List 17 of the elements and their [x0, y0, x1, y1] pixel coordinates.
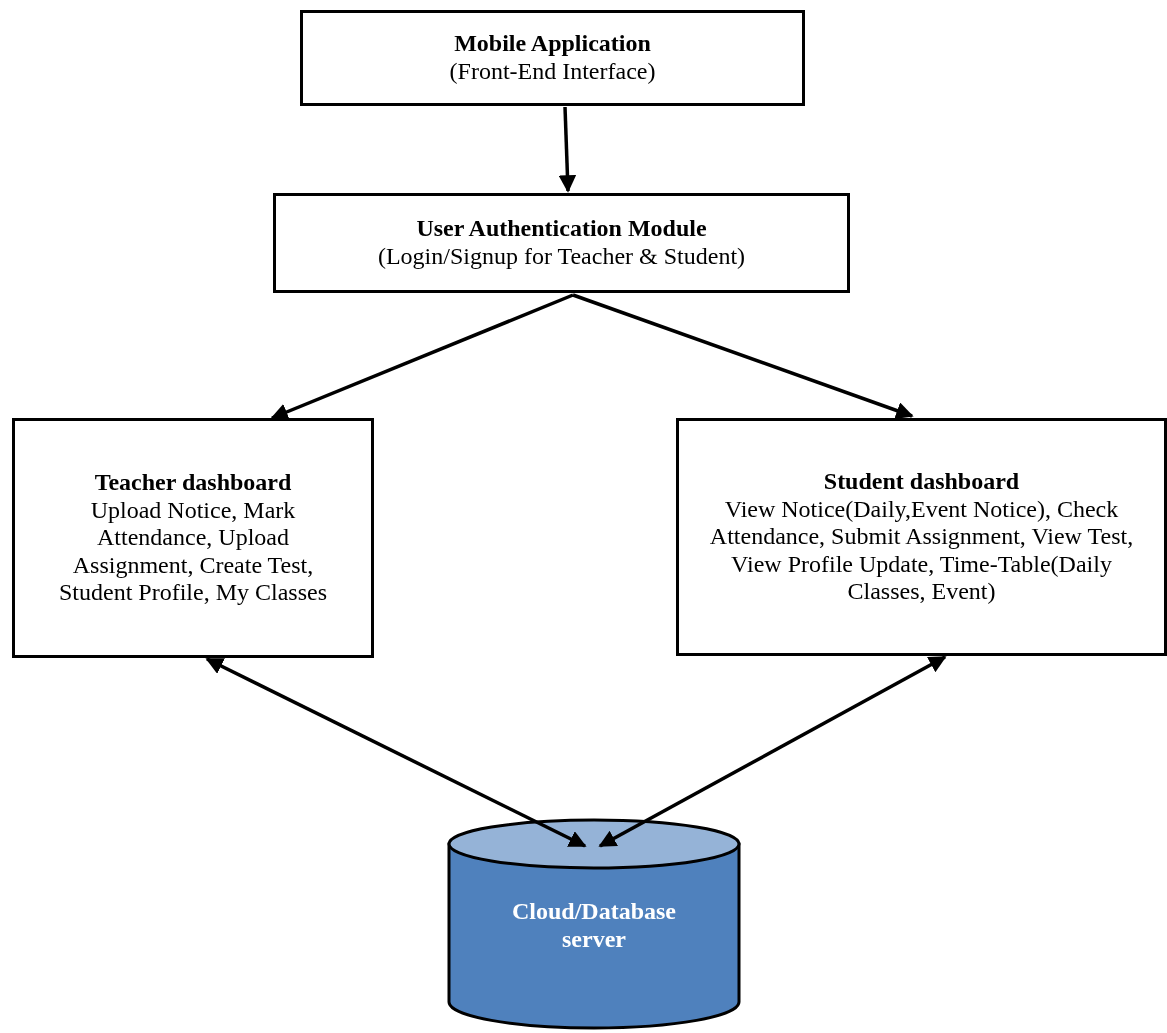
process-box — [12, 418, 374, 658]
node-title: Mobile Application — [454, 30, 651, 58]
arrow — [205, 657, 587, 848]
node-description: View Notice(Daily,Event Notice), Check Attendance, Submit Assignment, View Test, View Profile Update, Time-Table(Daily Classes, Event) — [708, 495, 1135, 606]
node-title: User Authentication Module — [416, 215, 707, 243]
arrow — [558, 106, 577, 193]
node-description: (Front-End Interface) — [449, 58, 656, 86]
node-description: Upload Notice, Mark Attendance, Upload Assignment, Create Test, Student Profile, My Classes — [58, 496, 328, 607]
node-title: Student dashboard — [823, 468, 1020, 496]
process-box — [273, 193, 850, 293]
arrow — [598, 655, 947, 848]
arrow — [572, 293, 914, 419]
node-title: Cloud/Database server — [511, 898, 677, 954]
process-box — [300, 10, 805, 106]
process-box — [676, 418, 1167, 656]
node-description: (Login/Signup for Teacher & Student) — [377, 243, 746, 271]
node-title: Teacher dashboard — [94, 469, 292, 497]
